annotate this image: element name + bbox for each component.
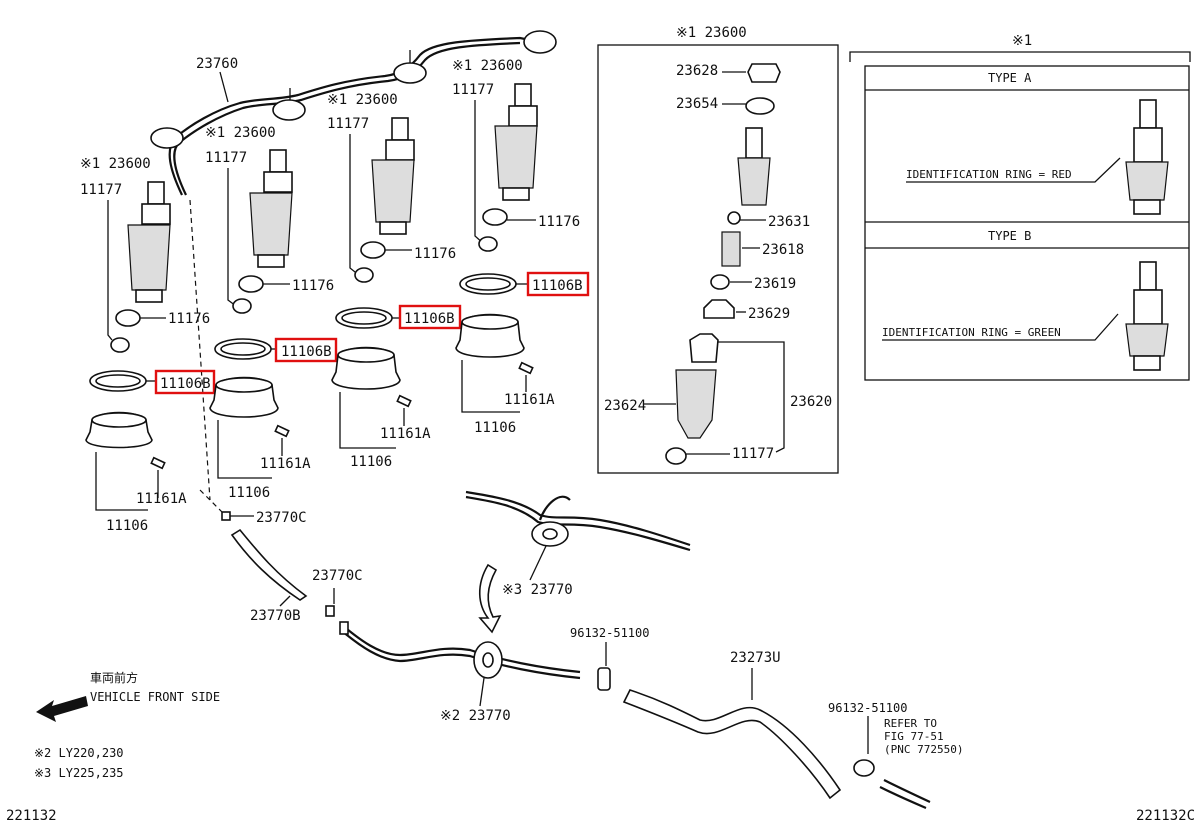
- type-box-title: ※1: [1012, 33, 1032, 49]
- leak-off-hose-assembly: 23770C 23770B 23770C: [221, 510, 363, 624]
- label-23631: 23631: [768, 214, 810, 230]
- diagram-code-right: 221132C: [1136, 808, 1195, 824]
- label-pnc: (PNC 772550): [884, 743, 963, 756]
- injector-group-4: ※1 23600 11177 11176 11106B 11161A 11106: [452, 58, 590, 436]
- label-23770C-2: 23770C: [312, 568, 363, 584]
- return-pipe-lower: ※2 23770: [339, 621, 581, 724]
- label-s3-11176: 11176: [414, 246, 456, 262]
- label-23619: 23619: [754, 276, 796, 292]
- label-inj3-11177: 11177: [327, 116, 369, 132]
- label-p3-11161A: 11161A: [380, 426, 431, 442]
- label-g1-11106B: 11106B: [160, 376, 211, 392]
- type-a-header: TYPE A: [988, 71, 1032, 85]
- injection-pipe-23760: [150, 30, 557, 513]
- label-front-en: VEHICLE FRONT SIDE: [90, 690, 220, 704]
- type-a-note: IDENTIFICATION RING = RED: [906, 168, 1072, 181]
- label-23654: 23654: [676, 96, 718, 112]
- highlight-11106B-2: [274, 337, 338, 363]
- label-23624: 23624: [604, 398, 646, 414]
- label-23770-lower: ※2 23770: [440, 708, 511, 724]
- diagram-code-left: 221132: [6, 808, 57, 824]
- label-inj2-11177: 11177: [205, 150, 247, 166]
- type-identification-box: ※1 TYPE A TYPE B IDENTIFICATION RING = R…: [849, 33, 1191, 381]
- label-fig: FIG 77-51: [884, 730, 944, 743]
- highlight-11106B-1: [154, 369, 216, 395]
- label-23770-upper: ※3 23770: [502, 582, 573, 598]
- injector-type-a-icon: [1125, 99, 1169, 215]
- type-b-note: IDENTIFICATION RING = GREEN: [882, 326, 1061, 339]
- label-23770B: 23770B: [250, 608, 301, 624]
- label-h4-11106: 11106: [474, 420, 516, 436]
- exploded-injector-box: ※1 23600 23628 23654 23631 23618 23619 2…: [597, 25, 839, 474]
- label-96132-2: 96132-51100: [828, 701, 907, 715]
- label-23618: 23618: [762, 242, 804, 258]
- label-h3-11106: 11106: [350, 454, 392, 470]
- label-23760: 23760: [196, 56, 238, 72]
- vehicle-front-indicator: 車両前方 VEHICLE FRONT SIDE: [36, 670, 220, 722]
- note-2: ※2 LY220,230: [34, 746, 124, 760]
- note-3: ※3 LY225,235: [34, 766, 124, 780]
- label-inj1-23600: ※1 23600: [80, 156, 151, 172]
- label-23629: 23629: [748, 306, 790, 322]
- clamp-hose-assembly: 96132-51100 23273U 96132-51100 REFER TO …: [570, 626, 963, 810]
- injector-type-b-icon: [1125, 261, 1169, 371]
- label-23770C-1: 23770C: [256, 510, 307, 526]
- label-23273U: 23273U: [730, 650, 781, 666]
- highlight-11106B-4: [526, 271, 590, 297]
- label-inj4-11177: 11177: [452, 82, 494, 98]
- label-h2-11106: 11106: [228, 485, 270, 501]
- label-11177-box: 11177: [732, 446, 774, 462]
- label-g4-11106B: 11106B: [532, 278, 583, 294]
- label-s2-11176: 11176: [292, 278, 334, 294]
- label-refer-to: REFER TO: [884, 717, 937, 730]
- label-23628: 23628: [676, 63, 718, 79]
- label-g2-11106B: 11106B: [281, 344, 332, 360]
- nozzle-holder-icon: [127, 181, 171, 303]
- label-p2-11161A: 11161A: [260, 456, 311, 472]
- label-inj4-23600: ※1 23600: [452, 58, 523, 74]
- exploded-box-title: ※1 23600: [676, 25, 747, 41]
- label-p4-11161A: 11161A: [504, 392, 555, 408]
- return-pipe-upper: ※3 23770: [465, 490, 691, 598]
- curved-arrow-icon: [478, 563, 502, 634]
- injector-group-3: ※1 23600 11177 11176 11106B 11161A 11106: [327, 92, 462, 470]
- label-inj1-11177: 11177: [80, 182, 122, 198]
- label-inj2-23600: ※1 23600: [205, 125, 276, 141]
- label-p1-11161A: 11161A: [136, 491, 187, 507]
- label-23620: 23620: [790, 394, 832, 410]
- label-front-jp: 車両前方: [90, 670, 138, 685]
- label-s4-11176: 11176: [538, 214, 580, 230]
- label-s1-11176: 11176: [168, 311, 210, 327]
- injector-group-1: ※1 23600 11177 11176 11106B 11161A 11106: [80, 156, 216, 534]
- label-inj3-23600: ※1 23600: [327, 92, 398, 108]
- label-h1-11106: 11106: [106, 518, 148, 534]
- arrow-left-icon: [36, 696, 88, 722]
- type-b-header: TYPE B: [988, 229, 1031, 243]
- highlight-11106B-3: [398, 304, 462, 330]
- label-g3-11106B: 11106B: [404, 311, 455, 327]
- label-96132-1: 96132-51100: [570, 626, 649, 640]
- injector-group-2: ※1 23600 11177 11176 11106B 11161A 11106: [205, 125, 338, 501]
